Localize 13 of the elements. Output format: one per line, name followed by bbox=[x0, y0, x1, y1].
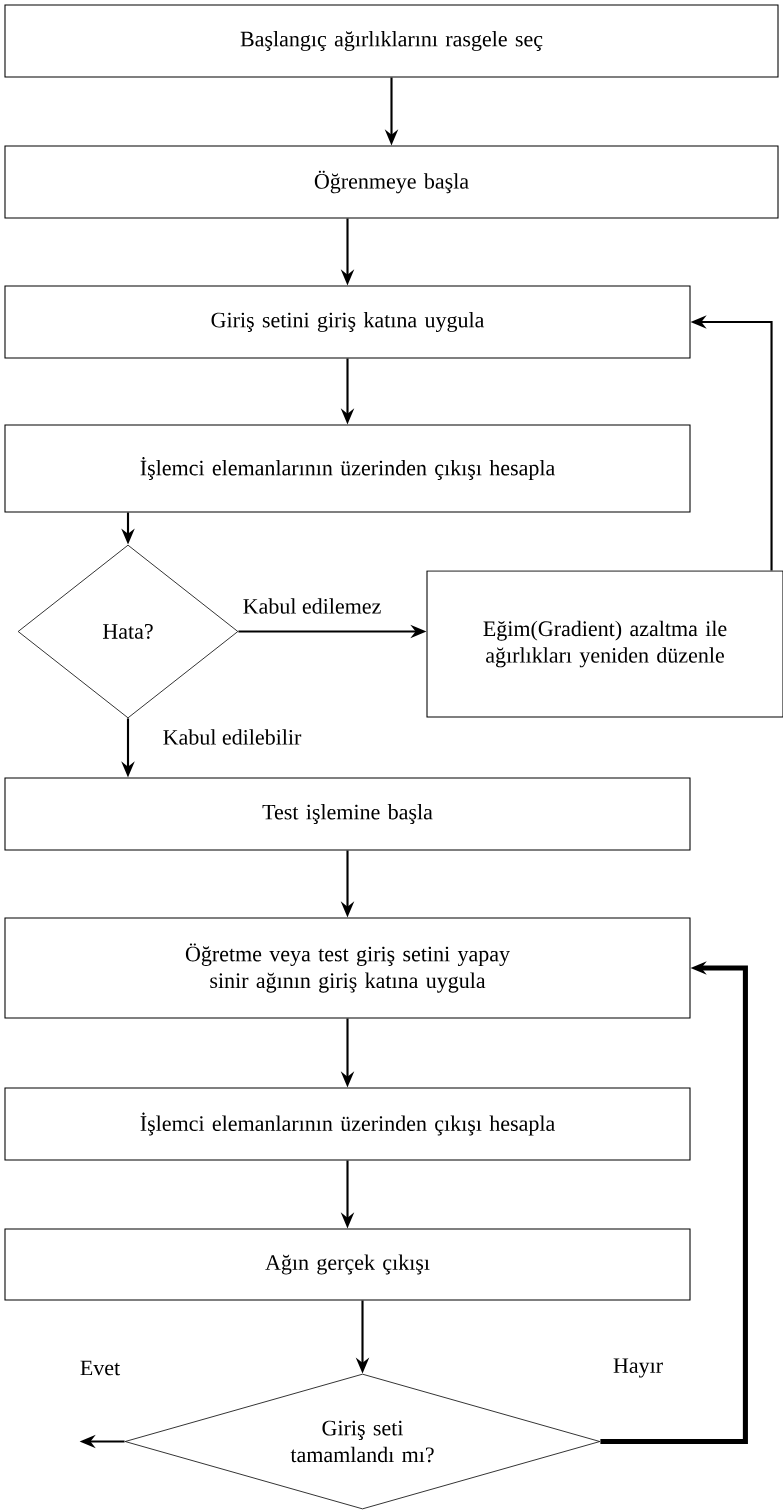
process-box: Eğim(Gradient) azaltma ile ağırlıkları yeniden düzenle bbox=[426, 570, 783, 718]
process-box: Test işlemine başla bbox=[4, 777, 691, 851]
process-box: Öğretme veya test giriş setini yapay sinir ağının giriş katına uygula bbox=[4, 917, 691, 1019]
process-box: Giriş setini giriş katına uygula bbox=[4, 285, 691, 359]
edge-label: Kabul edilemez bbox=[241, 596, 383, 616]
process-box: Başlangıç ağırlıklarını rasgele seç bbox=[4, 4, 779, 78]
process-box: İşlemci elemanlarının üzerinden çıkışı hesapla bbox=[4, 1087, 691, 1161]
process-box: Ağın gerçek çıkışı bbox=[4, 1228, 691, 1301]
edge-label: Evet bbox=[78, 1359, 122, 1377]
process-box: İşlemci elemanlarının üzerinden çıkışı hesapla bbox=[4, 424, 691, 513]
edge-label: Kabul edilebilir bbox=[161, 727, 303, 747]
edge-label: Hayır bbox=[611, 1357, 665, 1379]
process-box: Öğrenmeye başla bbox=[4, 145, 779, 219]
